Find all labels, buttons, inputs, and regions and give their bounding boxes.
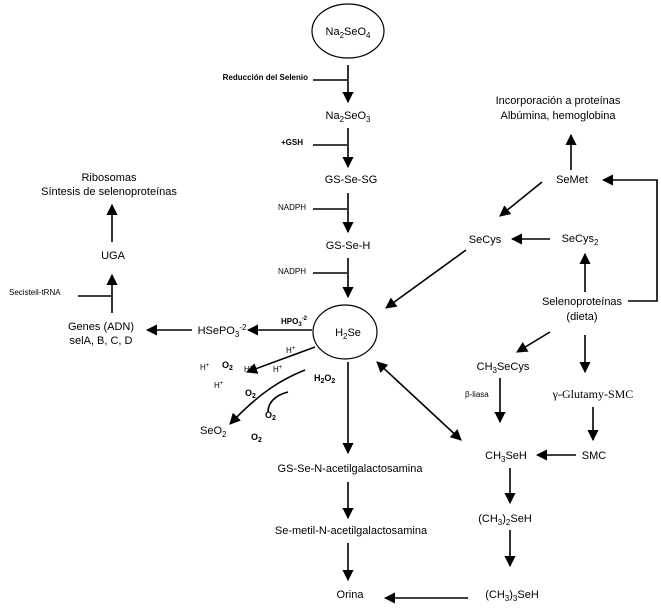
node-secys2: SeCys2: [562, 233, 599, 247]
label-h2o2: H2O2: [314, 373, 335, 385]
node-incorporacion-line2: Albúmina, hemoglobina: [501, 110, 617, 122]
arrow-selenoprot-ch3secys: [516, 331, 551, 353]
node-ch3secys: CH3SeCys: [477, 361, 530, 375]
arrow-h2se-hsepo3-low: [245, 346, 316, 374]
node-ch3-3-seh: (CH3)3SeH: [485, 589, 539, 603]
label-beta-liasa: β-liasa: [465, 390, 489, 399]
node-hsepo3: HSePO3-2: [198, 323, 247, 339]
node-gamma-smc: γ-Glutamy-SMC: [552, 387, 634, 401]
label-o2-4: O2: [251, 432, 262, 444]
arrow-to-seo2: [229, 369, 306, 425]
node-gs-se-nacetil: GS-Se-N-acetilgalactosamina: [278, 463, 424, 475]
node-na2seo3: Na2SeO3: [326, 110, 372, 124]
node-uga: UGA: [101, 250, 126, 262]
label-secisteil: Secisteil-tRNA: [9, 288, 61, 297]
node-ch3-2-seh: (CH3)2SeH: [478, 513, 532, 527]
arrow-h2se-ch3seh: [376, 361, 462, 441]
node-gs-se-h: GS-Se-H: [326, 240, 371, 252]
node-gs-se-sg: GS-Se-SG: [325, 174, 378, 186]
node-selenoproteinas-line1: Selenoproteínas: [542, 296, 623, 308]
label-h-plus-1: H+: [286, 346, 296, 355]
label-nadph1: NADPH: [278, 203, 306, 212]
arrow-secys-h2se: [385, 249, 467, 309]
node-selenoproteinas-line2: (dieta): [566, 311, 597, 323]
node-smc: SMC: [582, 450, 607, 462]
label-o2-3: O2: [265, 410, 276, 422]
label-o2-1: O2: [222, 360, 233, 372]
na2seo4-ellipse: [311, 3, 385, 59]
arrow-semet-secys: [499, 181, 543, 217]
label-o2-2: O2: [245, 388, 256, 400]
node-incorporacion-line1: Incorporación a proteínas: [496, 95, 621, 107]
label-nadph2: NADPH: [278, 267, 306, 276]
label-reduccion: Reducción del Selenio: [223, 73, 308, 82]
node-secys: SeCys: [469, 234, 502, 246]
label-h-plus-4: H+: [273, 365, 283, 374]
h2se-ellipse: [312, 304, 378, 360]
label-h-plus-5: H+: [214, 381, 224, 390]
node-ribosomas-line1: Ribosomas: [81, 172, 137, 184]
node-genes-line2: selA, B, C, D: [70, 335, 133, 347]
label-hpo3: HPO3-2: [281, 316, 308, 328]
label-h-plus-3: H+: [244, 365, 254, 374]
node-semet: SeMet: [556, 174, 588, 186]
label-h-plus-2: H+: [200, 363, 210, 372]
curve-o2: [267, 391, 289, 413]
arrow-selenoprot-semet: [601, 174, 658, 302]
node-seo2: SeO2: [200, 425, 227, 439]
node-ch3seh: CH3SeH: [485, 450, 527, 464]
node-genes-line1: Genes (ADN): [68, 321, 134, 333]
node-na2seo4: Na2SeO4: [326, 26, 372, 40]
node-se-metil: Se-metil-N-acetilgalactosamina: [275, 525, 428, 537]
node-h2se: H2Se: [335, 327, 361, 341]
node-orina: Orina: [337, 589, 365, 601]
node-ribosomas-line2: Síntesis de selenoproteínas: [41, 186, 177, 198]
label-gsh: +GSH: [281, 138, 303, 147]
